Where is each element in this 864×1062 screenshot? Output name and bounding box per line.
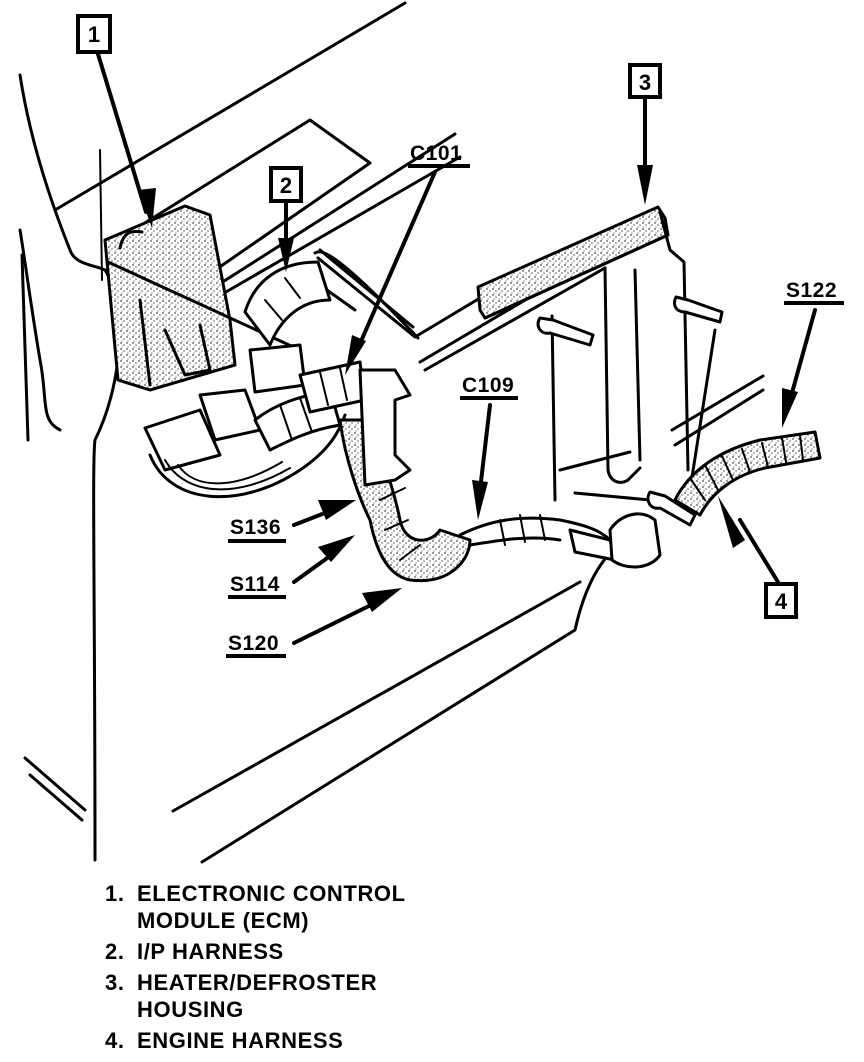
svg-text:S120: S120	[228, 632, 279, 655]
svg-text:S136: S136	[230, 516, 281, 539]
legend-text: ENGINE HARNESS	[137, 1028, 344, 1053]
splice-s120: S120	[226, 588, 402, 658]
legend-number: 2.	[105, 939, 125, 964]
splice-s114: S114	[228, 535, 355, 599]
svg-text:1: 1	[88, 22, 100, 47]
legend-text: I/P HARNESS	[137, 939, 284, 964]
svg-text:3: 3	[639, 70, 651, 95]
legend-text: HEATER/DEFROSTER HOUSING	[137, 970, 378, 1022]
svg-text:S114: S114	[230, 573, 280, 596]
svg-text:C109: C109	[462, 374, 514, 397]
legend-item-2: 2. I/P HARNESS	[105, 938, 525, 965]
ecm-connectors	[143, 360, 367, 499]
legend-number: 3.	[105, 970, 125, 995]
legend-number: 1.	[105, 881, 125, 906]
legend: 1. ELECTRONIC CONTROL MODULE (ECM) 2. I/…	[105, 880, 525, 1058]
svg-text:S122: S122	[786, 279, 837, 302]
callout-2: 2	[269, 166, 303, 272]
svg-text:C101: C101	[410, 142, 462, 165]
connector-c101: C101	[345, 142, 470, 375]
legend-item-4: 4. ENGINE HARNESS	[105, 1027, 525, 1054]
main-harness	[338, 368, 662, 583]
legend-number: 4.	[105, 1028, 125, 1053]
engine-harness	[646, 430, 822, 527]
ip-harness	[243, 260, 332, 347]
legend-text: ELECTRONIC CONTROL MODULE (ECM)	[137, 881, 406, 933]
svg-text:4: 4	[775, 589, 788, 614]
wiring-diagram: 1 2 3 4 C101 C109 S122	[18, 1, 844, 864]
callout-3: 3	[628, 63, 662, 205]
svg-text:2: 2	[280, 173, 292, 198]
splice-s122: S122	[782, 279, 844, 428]
splice-s136: S136	[228, 500, 356, 543]
callout-4: 4	[718, 496, 798, 619]
legend-item-3: 3. HEATER/DEFROSTER HOUSING	[105, 969, 525, 1023]
callout-1: 1	[76, 14, 156, 228]
heater-defroster-housing	[476, 205, 724, 502]
connector-c109: C109	[460, 374, 518, 520]
legend-item-1: 1. ELECTRONIC CONTROL MODULE (ECM)	[105, 880, 525, 934]
